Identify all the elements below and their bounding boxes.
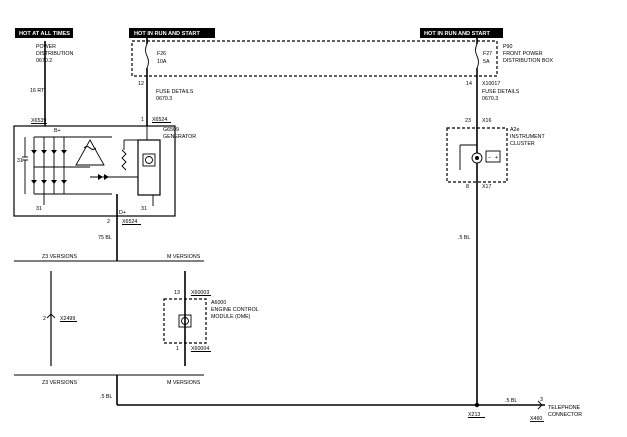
- rotor-coil-icon: [121, 149, 127, 171]
- ecm-id: A6000: [211, 300, 226, 306]
- hot-run-start-left-label: HOT IN RUN AND START: [134, 31, 200, 37]
- charge-lamp-core-icon: [475, 156, 479, 160]
- m-versions-bottom: M VERSIONS: [167, 380, 201, 386]
- splice-x213-dot: [474, 402, 480, 408]
- diode-icon-6: [41, 180, 47, 184]
- diode-icon-8: [61, 180, 67, 184]
- generator-x6524-top: X6524: [152, 117, 167, 123]
- cluster-conn-bottom: X17: [482, 184, 491, 190]
- battery-symbol-icon: [485, 150, 501, 163]
- z3-versions-bottom: Z3 VERSIONS: [42, 380, 77, 386]
- telephone-line2: CONNECTOR: [548, 412, 582, 418]
- generator-box: [13, 125, 176, 217]
- wire-5bl-bottom-left-label: .5 BL: [100, 394, 112, 400]
- telephone-connector-icon: [537, 400, 543, 410]
- wire-5bl-bottom-right-label: .5 BL: [505, 398, 517, 404]
- cluster-line2: CLUSTER: [510, 141, 535, 147]
- fuse-f26-icon: [145, 43, 149, 69]
- x10017-label: X10017: [482, 81, 500, 87]
- fuse-f26-id: F26: [157, 51, 166, 57]
- z3-versions-top: Z3 VERSIONS: [42, 254, 77, 260]
- cluster-pin-top: 23: [465, 118, 471, 124]
- fuse-f27-rating: 5A: [483, 59, 490, 65]
- fuse-f27-id: F27: [483, 51, 492, 57]
- fuse-details-right-ref: 0670.3: [482, 96, 498, 102]
- x2499-id: X2499: [60, 316, 75, 322]
- ecm-pin-bottom: 1: [176, 346, 179, 352]
- cluster-pin-bottom: 8: [466, 184, 469, 190]
- generator-id: G6509: [163, 127, 179, 133]
- ecm-conn-bottom: X60004: [191, 346, 209, 352]
- wire-5bl-right-label: .5 BL: [458, 235, 470, 241]
- ecm-icon-frame: [178, 314, 192, 328]
- hot-run-start-left-header: [129, 28, 215, 38]
- p90-line1: FRONT POWER: [503, 51, 543, 57]
- telephone-line1: TELEPHONE: [548, 405, 581, 411]
- generator-top-connector: X6539: [31, 118, 46, 124]
- generator-pin-1: 1: [141, 117, 144, 123]
- generator-x6524-bottom: X6524: [122, 219, 137, 225]
- m-versions-top: M VERSIONS: [167, 254, 201, 260]
- diode-icon-3: [51, 150, 57, 154]
- telephone-id: X460: [530, 416, 542, 422]
- regulator-icon: [145, 156, 153, 164]
- fuse-f27-pin: 14: [466, 81, 472, 87]
- lamp-plus: +: [495, 155, 498, 161]
- generator-pin-2: 2: [107, 219, 110, 225]
- hot-at-all-times-header: [15, 28, 73, 38]
- diode-icon-1: [31, 150, 37, 154]
- power-distribution-ref: 0670.2: [36, 58, 52, 64]
- regulator-icon-frame: [142, 153, 156, 167]
- cluster-conn-top: X16: [482, 118, 491, 124]
- diode-icon-2: [41, 150, 47, 154]
- telephone-pin: 3: [540, 397, 543, 403]
- wire-75bl-label: 75 BL: [98, 235, 112, 241]
- fuse-f26-rating: 10A: [157, 59, 167, 65]
- cluster-line1: INSTRUMENT: [510, 134, 545, 140]
- cluster-id: A2e: [510, 127, 519, 133]
- ecm-pin-top: 13: [174, 290, 180, 296]
- power-distribution-line1: POWER: [36, 44, 56, 50]
- generator-ground-31c: 31: [141, 206, 147, 212]
- diode-icon-7: [51, 180, 57, 184]
- hot-run-start-right-label: HOT IN RUN AND START: [424, 31, 490, 37]
- fuse-f27-icon: [475, 43, 479, 69]
- x2499-pin: 2: [43, 316, 46, 322]
- fuse-details-left-ref: 0670.3: [156, 96, 172, 102]
- power-distribution-line2: DISTRIBUTION: [36, 51, 74, 57]
- hot-run-start-right-header: [420, 28, 503, 38]
- generator-d-plus: D+: [119, 210, 126, 216]
- generator-name: GENERATOR: [163, 134, 196, 140]
- hot-at-all-times-label: HOT AT ALL TIMES: [19, 31, 70, 37]
- stator-coil-icon: [83, 146, 97, 150]
- lamp-minus: −: [488, 155, 491, 161]
- ecm-line1: ENGINE CONTROL: [211, 307, 259, 313]
- diode-icon-4: [61, 150, 67, 154]
- p90-line2: DISTRIBUTION BOX: [503, 58, 553, 64]
- fuse-details-left-label: FUSE DETAILS: [156, 89, 194, 95]
- fuse-f26-pin: 12: [138, 81, 144, 87]
- generator-b-plus: B+: [54, 128, 61, 134]
- ecm-icon: [181, 317, 189, 325]
- ecm-line2: MODULE (DME): [211, 314, 251, 320]
- front-power-distribution-box: [131, 40, 498, 77]
- ecm-box: [163, 298, 207, 344]
- generator-ground-31b: 31: [36, 206, 42, 212]
- diode-icon-5: [31, 180, 37, 184]
- x2499-connector-icon: [46, 313, 56, 319]
- instrument-cluster-box: [446, 127, 508, 183]
- generator-ground-31a: 31: [17, 158, 23, 164]
- wire-16rt-label: 16 RT: [30, 88, 45, 94]
- p90-id: P90: [503, 44, 512, 50]
- splice-x213-label: X213: [468, 412, 480, 418]
- fuse-details-right-label: FUSE DETAILS: [482, 89, 520, 95]
- ecm-conn-top: X60003: [191, 290, 209, 296]
- voltage-regulator-box: [137, 139, 161, 196]
- stator-winding-icon: [75, 139, 105, 166]
